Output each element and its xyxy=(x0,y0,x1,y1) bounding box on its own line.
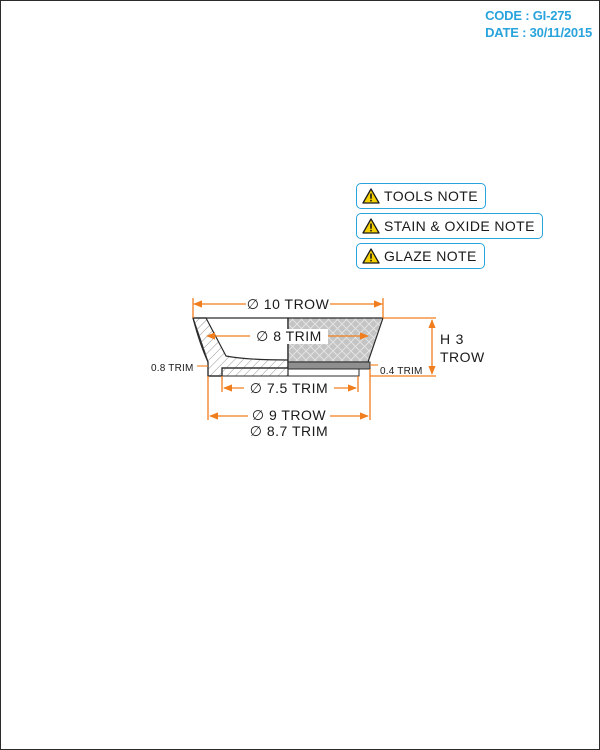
tools-note-label: TOOLS NOTE xyxy=(384,188,478,204)
dim-foot-inner-label: ∅ 7.5 TRIM xyxy=(250,380,328,396)
thickness-indicators xyxy=(197,364,378,367)
warning-triangle-icon xyxy=(362,248,380,264)
dim-foot-outer-trim-label: ∅ 8.7 TRIM xyxy=(250,423,328,439)
section-view xyxy=(192,317,289,377)
glaze-note-label: GLAZE NOTE xyxy=(384,248,477,264)
dim-left-trim-label: 0.8 TRIM xyxy=(151,363,194,374)
dim-right-trim-label: 0.4 TRIM xyxy=(380,366,423,377)
dim-inner-top-label: ∅ 8 TRIM xyxy=(256,328,322,344)
dim-height-label-line1: H 3 xyxy=(440,331,464,347)
drawing-header: CODE : GI-275 DATE : 30/11/2015 xyxy=(485,7,592,41)
dim-outer-top-label: ∅ 10 TROW xyxy=(247,296,330,312)
drawing-date: DATE : 30/11/2015 xyxy=(485,25,592,40)
stain-oxide-note-label: STAIN & OXIDE NOTE xyxy=(384,218,535,234)
section-foot xyxy=(221,367,289,377)
product-code: CODE : GI-275 xyxy=(485,8,572,23)
foot-ring xyxy=(287,361,371,370)
glaze-note-button[interactable]: GLAZE NOTE xyxy=(356,243,485,269)
elevation-view xyxy=(287,317,384,377)
dim-foot-outer-trow-label: ∅ 9 TROW xyxy=(252,407,327,423)
warning-triangle-icon xyxy=(362,188,380,204)
stain-oxide-note-button[interactable]: STAIN & OXIDE NOTE xyxy=(356,213,543,239)
dim-height-label-line2: TROW xyxy=(440,349,485,365)
tools-note-button[interactable]: TOOLS NOTE xyxy=(356,183,486,209)
warning-triangle-icon xyxy=(362,218,380,234)
